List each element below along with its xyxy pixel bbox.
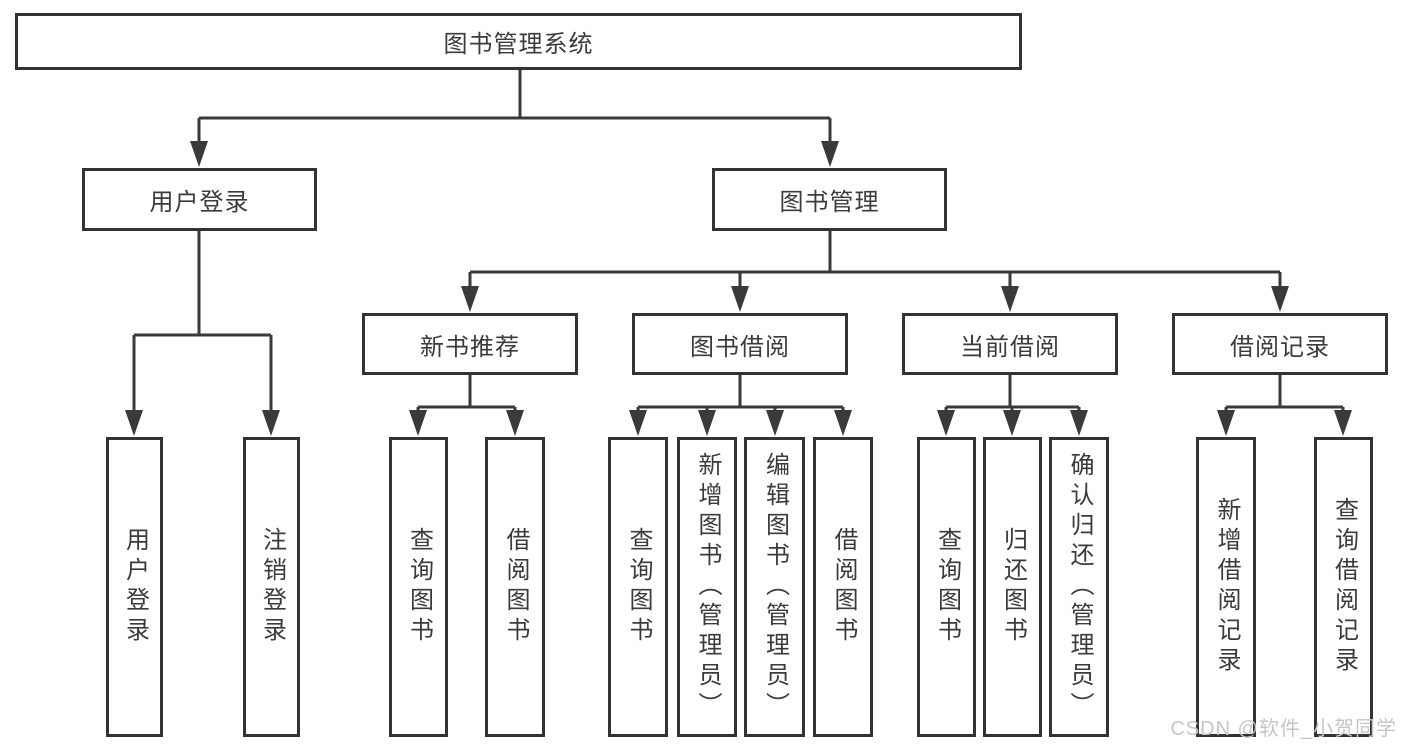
leaf-query-books-recommend-label: 查询图书 bbox=[405, 527, 433, 647]
node-current-borrowing: 当前借阅 bbox=[902, 313, 1118, 375]
arrowhead bbox=[834, 410, 852, 436]
leaf-query-books-current: 查询图书 bbox=[917, 437, 976, 737]
node-book-borrowing-label: 图书借阅 bbox=[690, 333, 790, 361]
arrowhead bbox=[1003, 410, 1021, 436]
arrowhead bbox=[937, 410, 955, 436]
arrowhead bbox=[1070, 410, 1088, 436]
node-new-book-recommendation-label: 新书推荐 bbox=[420, 333, 520, 361]
leaf-borrow-books-recommend: 借阅图书 bbox=[485, 437, 545, 737]
arrowhead bbox=[1217, 410, 1235, 436]
node-borrowing-records: 借阅记录 bbox=[1172, 313, 1388, 375]
node-user-login-label: 用户登录 bbox=[149, 189, 250, 216]
leaf-return-books: 归还图书 bbox=[983, 437, 1042, 737]
node-current-borrowing-label: 当前借阅 bbox=[960, 333, 1060, 361]
leaf-logout-login-label: 注销登录 bbox=[258, 527, 286, 647]
leaf-query-books-borrowing-label: 查询图书 bbox=[625, 527, 652, 647]
arrowhead bbox=[1334, 410, 1352, 436]
arrowhead bbox=[731, 286, 749, 312]
leaf-add-borrow-record-label: 新增借阅记录 bbox=[1213, 497, 1240, 677]
node-borrowing-records-label: 借阅记录 bbox=[1230, 333, 1330, 361]
arrowhead bbox=[190, 141, 208, 167]
node-book-borrowing: 图书借阅 bbox=[632, 313, 848, 375]
leaf-edit-book-admin: 编辑图书（管理员） bbox=[744, 437, 805, 737]
leaf-return-books-label: 归还图书 bbox=[999, 527, 1027, 647]
node-new-book-recommendation: 新书推荐 bbox=[362, 313, 578, 375]
leaf-edit-book-admin-label: 编辑图书（管理员） bbox=[761, 452, 789, 722]
leaf-query-borrow-record-label: 查询借阅记录 bbox=[1330, 497, 1358, 677]
node-root-label: 图书管理系统 bbox=[443, 31, 594, 58]
arrowheads bbox=[125, 141, 1352, 436]
node-root: 图书管理系统 bbox=[15, 13, 1022, 70]
leaf-borrow-books-borrowing-label: 借阅图书 bbox=[830, 527, 857, 647]
leaf-confirm-return-admin: 确认归还（管理员） bbox=[1049, 437, 1109, 737]
arrowhead bbox=[409, 410, 427, 436]
leaf-add-book-admin-label: 新增图书（管理员） bbox=[694, 452, 721, 722]
leaf-confirm-return-admin-label: 确认归还（管理员） bbox=[1066, 452, 1093, 722]
arrowhead bbox=[698, 410, 716, 436]
arrowhead bbox=[629, 410, 647, 436]
node-user-login: 用户登录 bbox=[82, 168, 317, 231]
leaf-user-login: 用户登录 bbox=[106, 437, 163, 737]
leaf-user-login-label: 用户登录 bbox=[121, 527, 149, 647]
leaf-query-books-recommend: 查询图书 bbox=[389, 437, 448, 737]
node-book-management-label: 图书管理 bbox=[779, 189, 880, 216]
leaf-query-books-borrowing: 查询图书 bbox=[608, 437, 668, 737]
node-book-management: 图书管理 bbox=[712, 168, 947, 231]
arrowhead bbox=[1271, 286, 1289, 312]
arrowhead bbox=[125, 410, 143, 436]
arrowhead bbox=[766, 410, 784, 436]
leaf-logout-login: 注销登录 bbox=[243, 437, 300, 737]
leaf-add-book-admin: 新增图书（管理员） bbox=[677, 437, 737, 737]
leaf-borrow-books-borrowing: 借阅图书 bbox=[813, 437, 873, 737]
leaf-query-borrow-record: 查询借阅记录 bbox=[1314, 437, 1373, 737]
arrowhead bbox=[821, 141, 839, 167]
arrowhead bbox=[461, 286, 479, 312]
leaf-query-books-current-label: 查询图书 bbox=[933, 527, 961, 647]
watermark: CSDN @软件_小贺同学 bbox=[1170, 718, 1397, 740]
arrowhead bbox=[262, 410, 280, 436]
leaf-add-borrow-record: 新增借阅记录 bbox=[1196, 437, 1256, 737]
arrowhead bbox=[506, 410, 524, 436]
leaf-borrow-books-recommend-label: 借阅图书 bbox=[502, 527, 529, 647]
arrowhead bbox=[1001, 286, 1019, 312]
